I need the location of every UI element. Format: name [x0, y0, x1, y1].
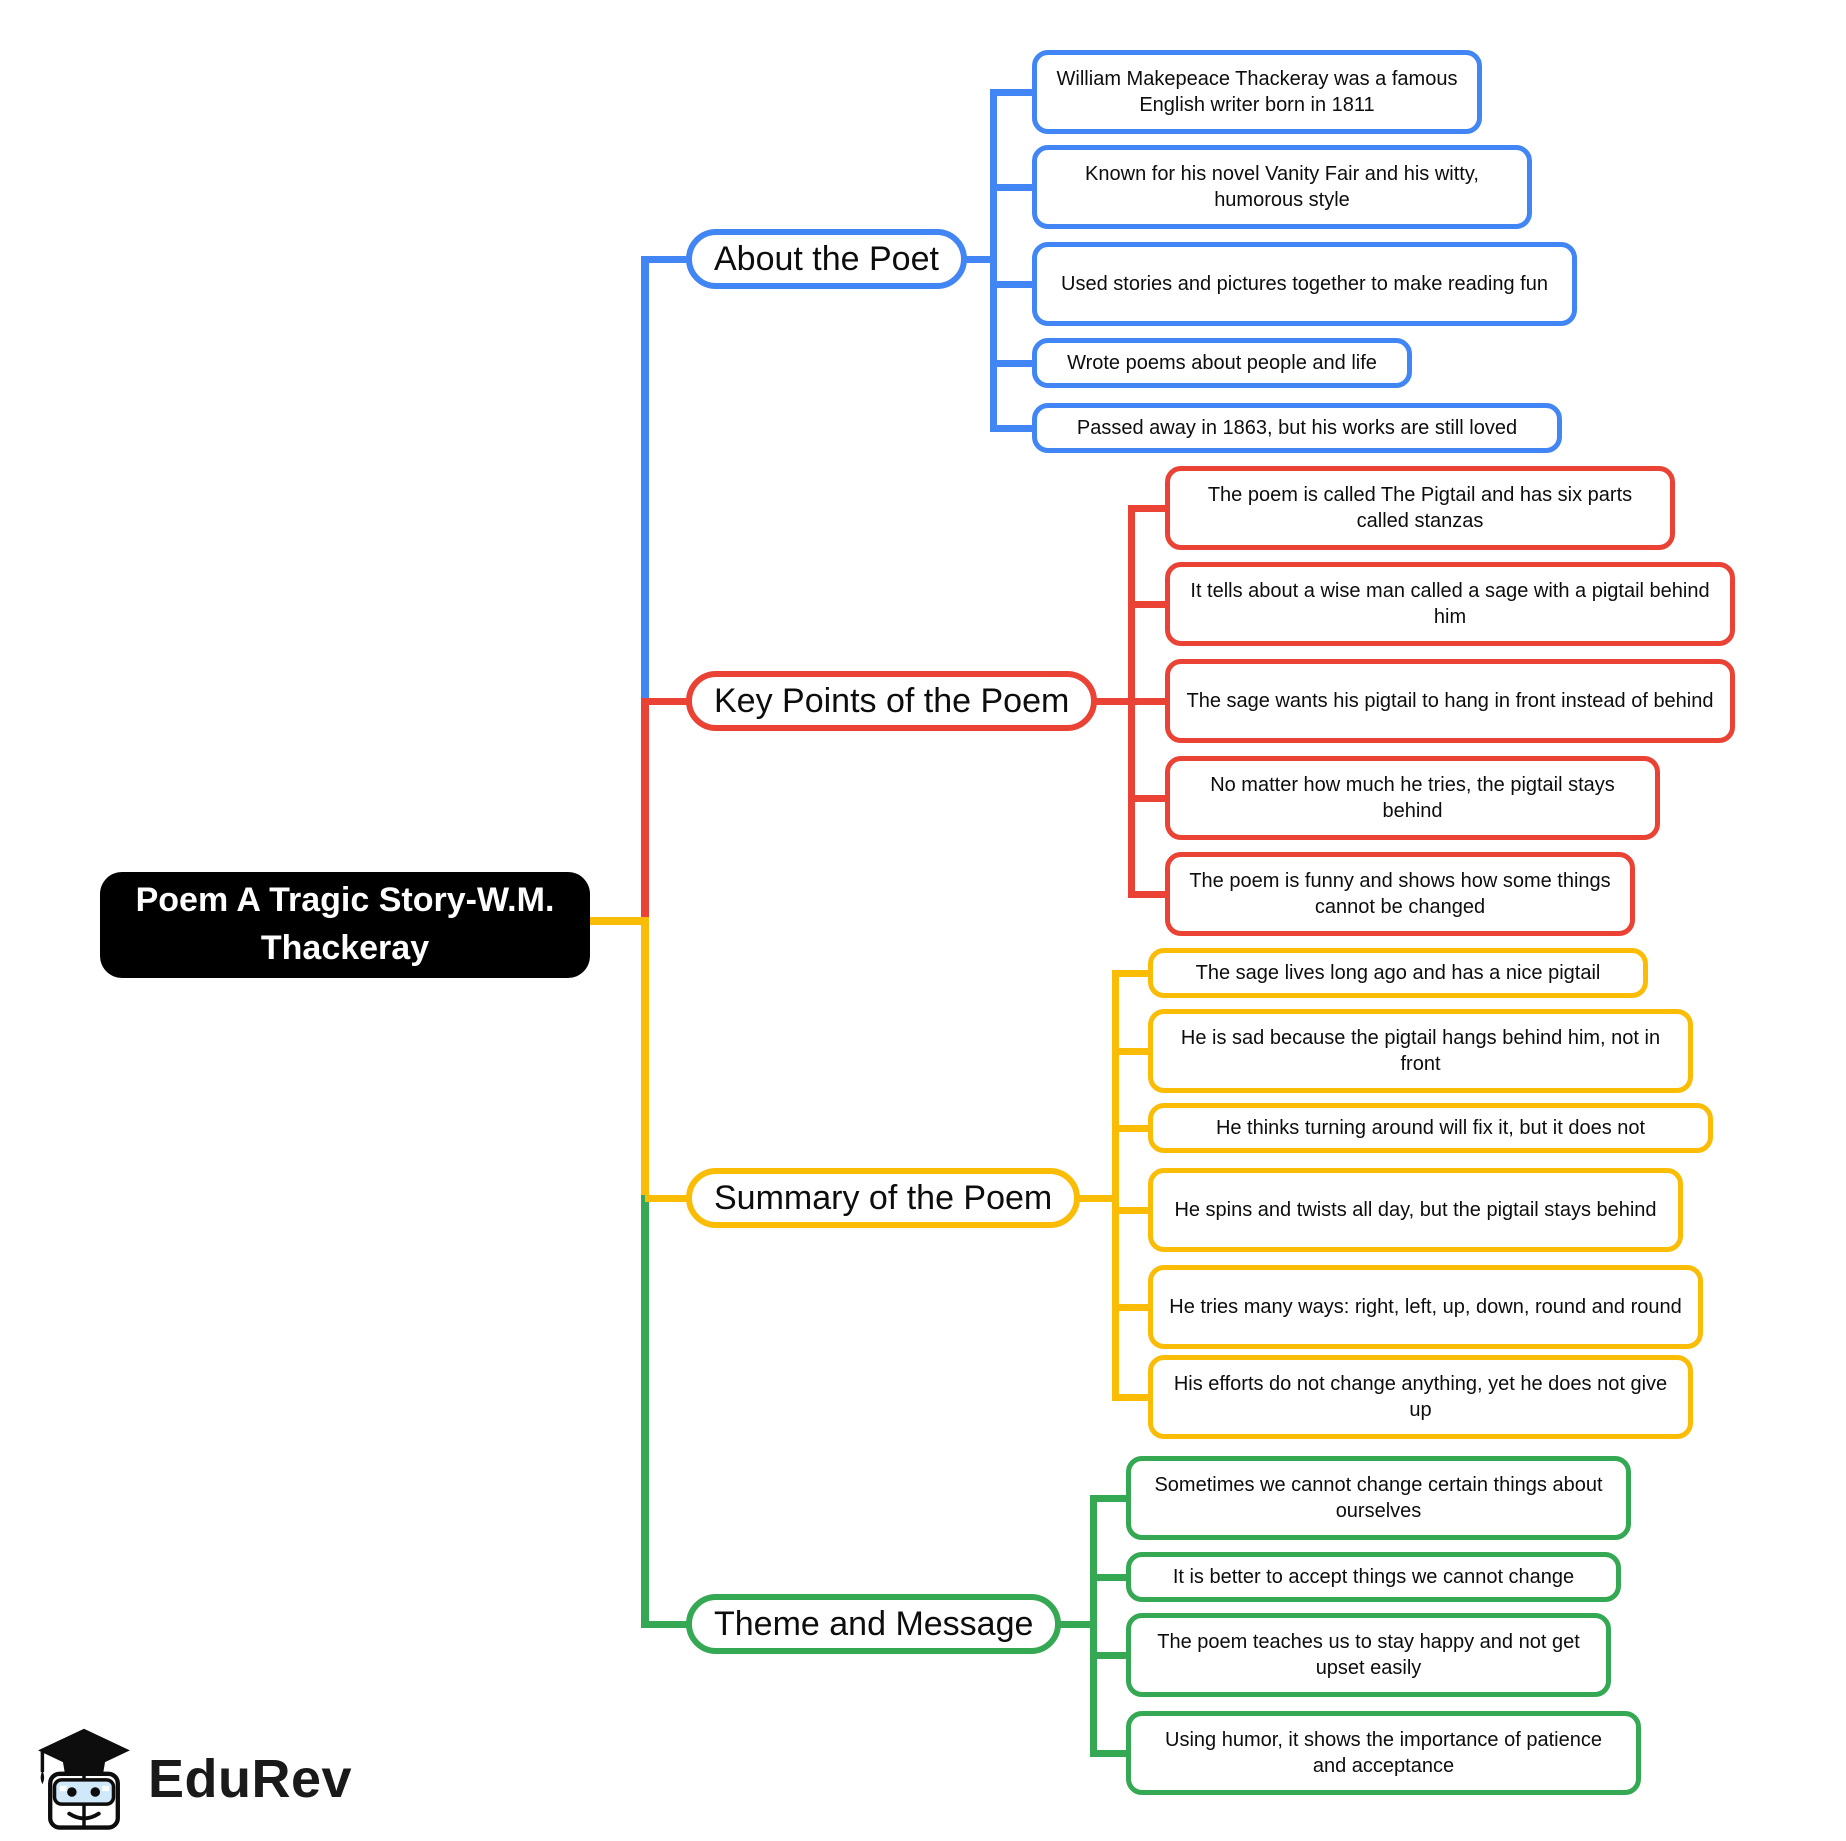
- rail-summary: [1112, 970, 1119, 1400]
- keypoints-child-1: The poem is called The Pigtail and has s…: [1165, 466, 1675, 550]
- branch-label-theme: Theme and Message: [686, 1594, 1062, 1654]
- stub-summary-1: [1112, 970, 1158, 977]
- theme-child-4: Using humor, it shows the importance of …: [1126, 1711, 1641, 1795]
- summary-child-3: He thinks turning around will fix it, bu…: [1148, 1103, 1713, 1153]
- stub-about-2: [990, 184, 1042, 191]
- about-child-2: Known for his novel Vanity Fair and his …: [1032, 145, 1532, 229]
- trunk-segment-about: [641, 256, 649, 705]
- keypoints-child-5: The poem is funny and shows how some thi…: [1165, 852, 1635, 936]
- branch-label-about: About the Poet: [686, 229, 967, 289]
- rail-about: [990, 89, 997, 431]
- summary-child-1: The sage lives long ago and has a nice p…: [1148, 948, 1648, 998]
- keypoints-child-4: No matter how much he tries, the pigtail…: [1165, 756, 1660, 840]
- edurev-logo: EduRev: [36, 1727, 352, 1831]
- about-child-4: Wrote poems about people and life: [1032, 338, 1412, 388]
- stub-summary-2: [1112, 1048, 1158, 1055]
- theme-child-3: The poem teaches us to stay happy and no…: [1126, 1613, 1611, 1697]
- theme-child-2: It is better to accept things we cannot …: [1126, 1552, 1621, 1602]
- keypoints-child-3: The sage wants his pigtail to hang in fr…: [1165, 659, 1735, 743]
- theme-child-1: Sometimes we cannot change certain thing…: [1126, 1456, 1631, 1540]
- keypoints-child-2: It tells about a wise man called a sage …: [1165, 562, 1735, 646]
- stub-keypoints-1: [1128, 505, 1175, 512]
- summary-child-5: He tries many ways: right, left, up, dow…: [1148, 1265, 1703, 1349]
- stub-about-3: [990, 281, 1042, 288]
- edurev-brand-text: EduRev: [148, 1749, 353, 1809]
- about-child-5: Passed away in 1863, but his works are s…: [1032, 403, 1562, 453]
- stub-about-4: [990, 360, 1042, 367]
- summary-child-6: His efforts do not change anything, yet …: [1148, 1355, 1693, 1439]
- about-child-3: Used stories and pictures together to ma…: [1032, 242, 1577, 326]
- trunk-segment-summary: [641, 917, 649, 1202]
- trunk-segment-theme: [641, 1195, 649, 1628]
- stub-keypoints-3: [1128, 698, 1175, 705]
- stub-theme-2: [1090, 1574, 1136, 1581]
- stub-keypoints-5: [1128, 891, 1175, 898]
- stub-summary-6: [1112, 1394, 1158, 1401]
- about-child-1: William Makepeace Thackeray was a famous…: [1032, 50, 1482, 134]
- branch-label-keypoints: Key Points of the Poem: [686, 671, 1098, 731]
- stub-theme-4: [1090, 1750, 1136, 1757]
- stub-keypoints-4: [1128, 795, 1175, 802]
- stub-keypoints-2: [1128, 601, 1175, 608]
- branch-label-summary: Summary of the Poem: [686, 1168, 1081, 1228]
- rail-theme: [1090, 1495, 1097, 1756]
- summary-child-4: He spins and twists all day, but the pig…: [1148, 1168, 1683, 1252]
- stub-summary-3: [1112, 1125, 1158, 1132]
- edurev-mascot-icon: [38, 1728, 130, 1830]
- stub-theme-3: [1090, 1652, 1136, 1659]
- root-node: Poem A Tragic Story-W.M. Thackeray: [100, 872, 590, 978]
- stub-theme-1: [1090, 1495, 1136, 1502]
- stub-about-1: [990, 89, 1042, 96]
- summary-child-2: He is sad because the pigtail hangs behi…: [1148, 1009, 1693, 1093]
- trunk-segment-keypoints: [641, 698, 649, 925]
- stub-about-5: [990, 425, 1042, 432]
- connector-root: [585, 917, 649, 925]
- stub-summary-4: [1112, 1207, 1158, 1214]
- stub-summary-5: [1112, 1304, 1158, 1311]
